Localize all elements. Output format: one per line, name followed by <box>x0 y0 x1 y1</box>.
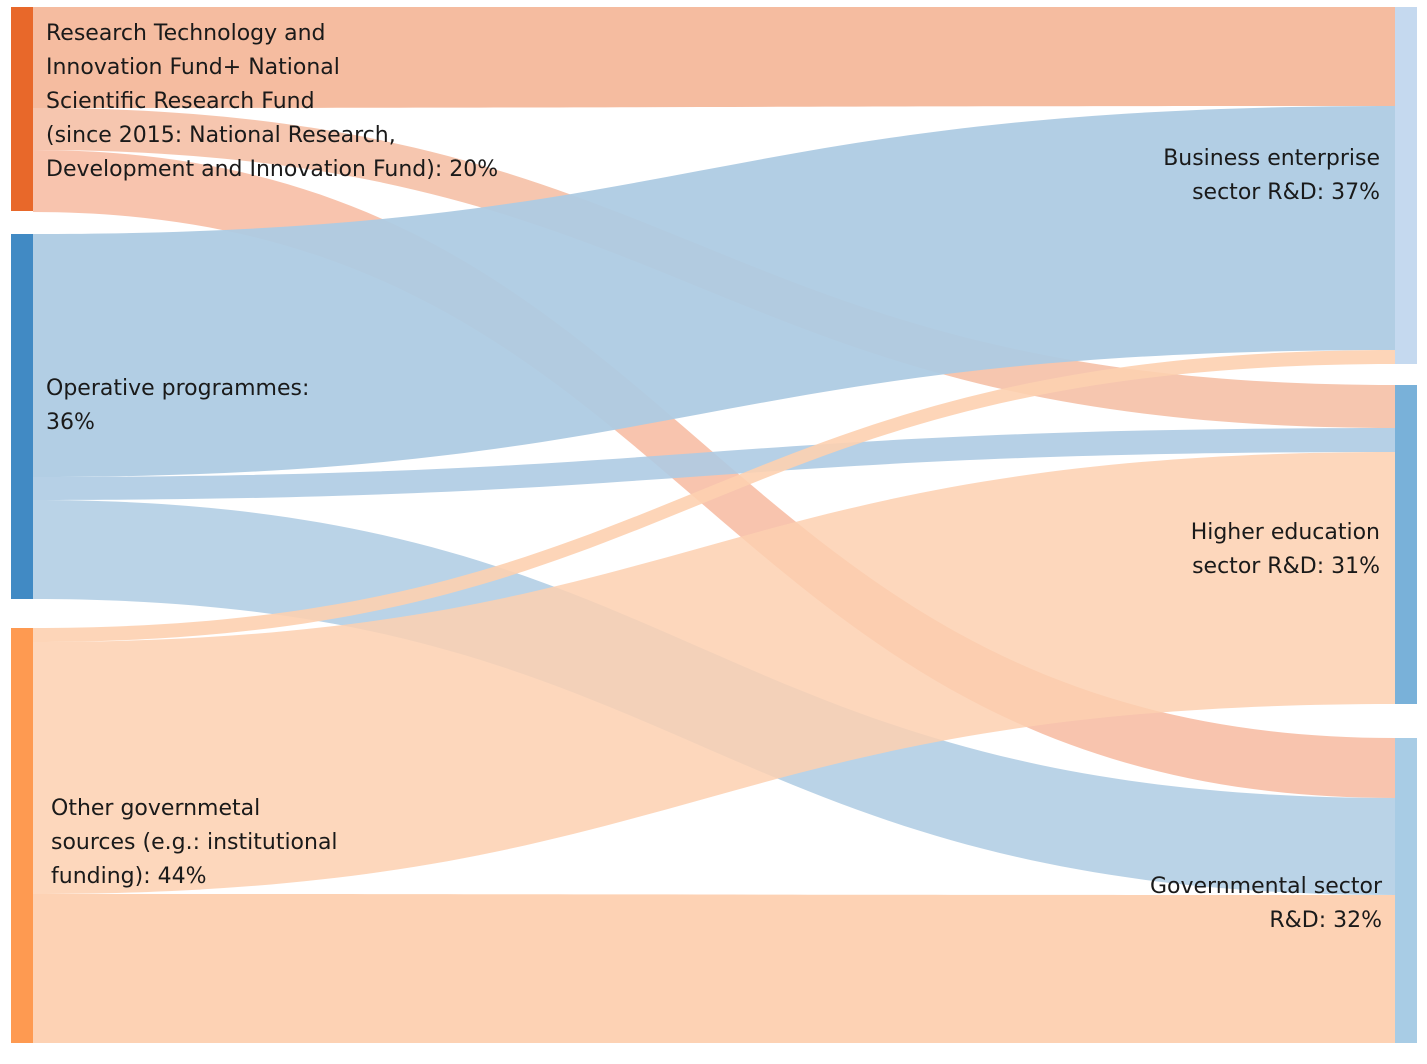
node-rtif <box>11 7 33 211</box>
node-other-governmental <box>11 628 33 1043</box>
label-governmental: Governmental sector R&D: 32% <box>1149 874 1382 933</box>
link-other-to-higher-education <box>33 452 1395 894</box>
node-operative-programmes <box>11 234 33 599</box>
link-rtif-to-business <box>33 7 1395 108</box>
node-governmental <box>1395 738 1417 1043</box>
label-other-governmental: Other governmetal sources (e.g.: institu… <box>51 796 338 889</box>
node-higher-education <box>1395 385 1417 704</box>
link-op-to-business <box>33 106 1395 477</box>
label-operative-programmes: Operative programmes: 36% <box>46 376 310 435</box>
link-other-to-business <box>33 350 1395 642</box>
node-business-enterprise <box>1395 7 1417 364</box>
label-business-enterprise: Business enterprise sector R&D: 37% <box>1163 146 1380 205</box>
link-op-to-higher-education <box>33 428 1395 500</box>
link-other-to-governmental <box>33 894 1395 1043</box>
label-higher-education: Higher education sector R&D: 31% <box>1190 520 1380 579</box>
label-rtif: Research Technology and Innovation Fund+… <box>46 21 499 182</box>
